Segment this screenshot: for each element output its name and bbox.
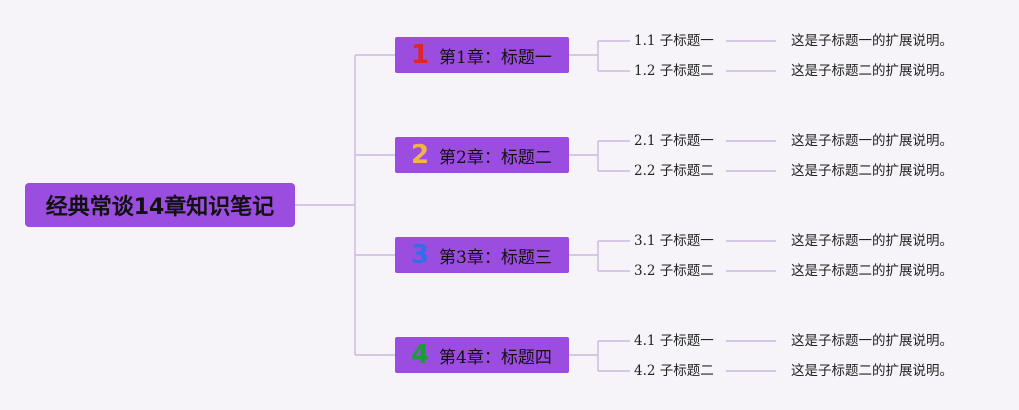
subtopic-desc-4-2[interactable]: 这是子标题二的扩展说明。	[791, 363, 953, 379]
subtopic-desc-3-1[interactable]: 这是子标题一的扩展说明。	[791, 233, 953, 249]
subtopic-2-1[interactable]: 2.1 子标题一	[634, 133, 714, 149]
root-label: 经典常谈14章知识笔记	[45, 195, 275, 220]
chapter-title-1: 第1章：标题一	[439, 47, 552, 68]
subtopic-3-2[interactable]: 3.2 子标题二	[634, 263, 714, 279]
root-node[interactable]: 经典常谈14章知识笔记	[25, 183, 295, 227]
chapter-title-4: 第4章：标题四	[439, 347, 552, 368]
subtopic-4-2[interactable]: 4.2 子标题二	[634, 363, 714, 379]
subtopic-2-2[interactable]: 2.2 子标题二	[634, 163, 714, 179]
chapter-number-3: 3	[411, 240, 430, 270]
subtopic-desc-4-1[interactable]: 这是子标题一的扩展说明。	[791, 333, 953, 349]
subtopic-1-1[interactable]: 1.1 子标题一	[634, 33, 714, 49]
subtopic-desc-1-2[interactable]: 这是子标题二的扩展说明。	[791, 63, 953, 79]
subtopic-desc-1-1[interactable]: 这是子标题一的扩展说明。	[791, 33, 953, 49]
chapter-number-1: 1	[411, 40, 430, 70]
subtopic-desc-3-2[interactable]: 这是子标题二的扩展说明。	[791, 263, 953, 279]
chapter-number-2: 2	[411, 140, 430, 170]
chapter-node-1[interactable]: 1 第1章：标题一	[395, 37, 569, 73]
chapter-number-4: 4	[411, 340, 430, 370]
subtopic-4-1[interactable]: 4.1 子标题一	[634, 333, 714, 349]
subtopic-desc-2-1[interactable]: 这是子标题一的扩展说明。	[791, 133, 953, 149]
subtopic-1-2[interactable]: 1.2 子标题二	[634, 63, 714, 79]
chapter-title-3: 第3章：标题三	[439, 247, 552, 268]
subtopic-desc-2-2[interactable]: 这是子标题二的扩展说明。	[791, 163, 953, 179]
subtopic-3-1[interactable]: 3.1 子标题一	[634, 233, 714, 249]
chapter-node-2[interactable]: 2 第2章：标题二	[395, 137, 569, 173]
chapter-title-2: 第2章：标题二	[439, 147, 552, 168]
chapter-node-4[interactable]: 4 第4章：标题四	[395, 337, 569, 373]
chapter-node-3[interactable]: 3 第3章：标题三	[395, 237, 569, 273]
